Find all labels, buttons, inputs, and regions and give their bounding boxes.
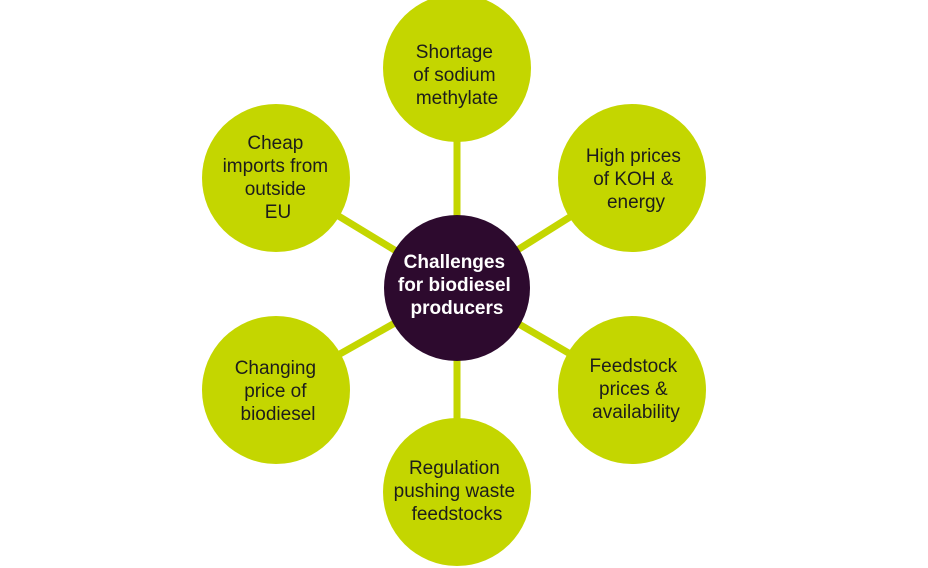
node-label: Regulation pushing waste feedstocks	[394, 458, 521, 525]
node-regulation: Regulation pushing waste feedstocks	[383, 418, 531, 566]
node-label-line: of sodium	[413, 65, 495, 86]
hub: Challenges for biodiesel producers	[384, 215, 530, 361]
node-koh-energy: High prices of KOH & energy	[558, 104, 706, 252]
node-label-line: Changing	[235, 358, 316, 379]
node-label-line: energy	[607, 192, 666, 213]
node-label-line: High prices	[586, 146, 681, 167]
node-circle	[383, 418, 531, 566]
node-label-line: Shortage	[416, 42, 493, 63]
node-circle	[202, 316, 350, 464]
hub-label-line: for biodiesel	[398, 275, 511, 296]
node-label-line: pushing waste	[394, 481, 515, 502]
node-label-line: outside	[245, 179, 306, 200]
node-label-line: of KOH &	[593, 169, 674, 190]
node-cheap-imports: Cheap imports from outside EU	[202, 104, 350, 252]
node-label-line: biodiesel	[241, 404, 316, 425]
node-circle	[558, 104, 706, 252]
node-biodiesel-price: Changing price of biodiesel	[202, 316, 350, 464]
node-feedstock: Feedstock prices & availability	[558, 316, 706, 464]
node-label-line: availability	[592, 402, 680, 423]
node-label-line: prices &	[599, 379, 668, 400]
node-label-line: feedstocks	[412, 504, 503, 525]
node-circle	[383, 0, 531, 142]
node-label: Cheap imports from outside EU	[223, 133, 334, 223]
node-label: Feedstock prices & availability	[590, 356, 683, 423]
node-label: Shortage of sodium methylate	[413, 42, 501, 109]
node-label-line: methylate	[416, 88, 498, 109]
hub-circle	[384, 215, 530, 361]
hub-label: Challenges for biodiesel producers	[398, 252, 516, 319]
node-circle	[558, 316, 706, 464]
node-circle	[202, 104, 350, 252]
node-label-line: Regulation	[409, 458, 500, 479]
node-label-line: EU	[265, 202, 291, 223]
node-label-line: price of	[244, 381, 307, 402]
node-label: Changing price of biodiesel	[235, 358, 322, 425]
node-label-line: Cheap	[247, 133, 303, 154]
node-sodium-methylate: Shortage of sodium methylate	[383, 0, 531, 142]
hub-label-line: Challenges	[404, 252, 505, 273]
node-label-line: Feedstock	[590, 356, 678, 377]
node-label-line: imports from	[223, 156, 329, 177]
hub-label-line: producers	[411, 298, 504, 319]
node-label: High prices of KOH & energy	[586, 146, 686, 213]
